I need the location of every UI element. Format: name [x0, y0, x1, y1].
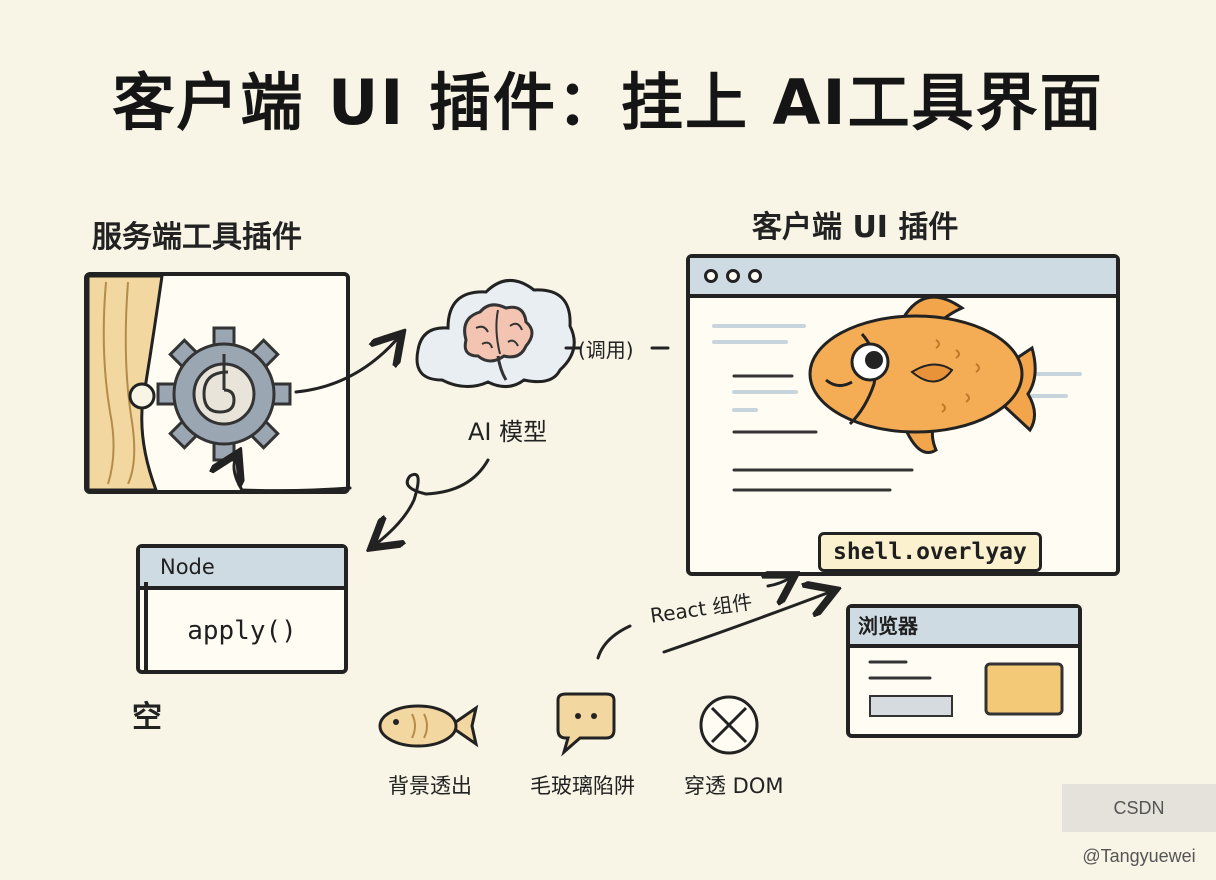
ai-to-node-arrow — [376, 458, 490, 544]
chat-bubble-icon — [556, 692, 616, 757]
call-label: (调用) — [578, 338, 634, 362]
window-dot-icon — [726, 269, 740, 283]
feature-label-frosted-glass: 毛玻璃陷阱 — [530, 774, 635, 798]
x-circle-icon — [699, 695, 759, 755]
server-plugin-label: 服务端工具插件 — [92, 220, 302, 255]
node-panel-divider — [144, 582, 148, 670]
brain-icon — [463, 303, 534, 381]
curtain-icon — [86, 274, 164, 492]
overlay-chip: shell.overlyay — [818, 532, 1042, 572]
react-arrow-tail — [596, 624, 632, 660]
connector-arrows — [0, 0, 1216, 660]
react-to-overlay-arrow — [662, 592, 830, 654]
window-dot-icon — [748, 269, 762, 283]
node-panel-header: Node — [140, 548, 344, 590]
react-arrow-secondary — [768, 578, 790, 586]
window-title-bar — [690, 258, 1116, 298]
node-apply-method: apply() — [187, 616, 297, 646]
ai-model-label: AI 模型 — [468, 418, 548, 446]
feature-label-dom: 穿透 DOM — [684, 774, 784, 798]
watermark: CSDN @Tangyuewei — [1062, 784, 1216, 866]
feature-label-background: 背景透出 — [388, 774, 472, 798]
browser-panel-header: 浏览器 — [850, 608, 1078, 648]
browser-panel-content — [868, 660, 1064, 717]
gear-to-ai-arrow — [294, 338, 398, 394]
frame-to-gear-arrow — [234, 458, 352, 493]
fish-icon — [378, 704, 479, 748]
empty-label: 空 — [132, 700, 162, 735]
client-plugin-content — [712, 295, 1082, 492]
client-plugin-label: 客户端 UI 插件 — [752, 210, 959, 245]
page-title: 客户端 UI 插件：挂上 AI工具界面 — [112, 66, 1104, 139]
goldfish-icon — [808, 295, 1037, 454]
ai-model-icon — [415, 279, 576, 388]
node-panel: Node apply() — [136, 544, 348, 674]
window-dot-icon — [704, 269, 718, 283]
